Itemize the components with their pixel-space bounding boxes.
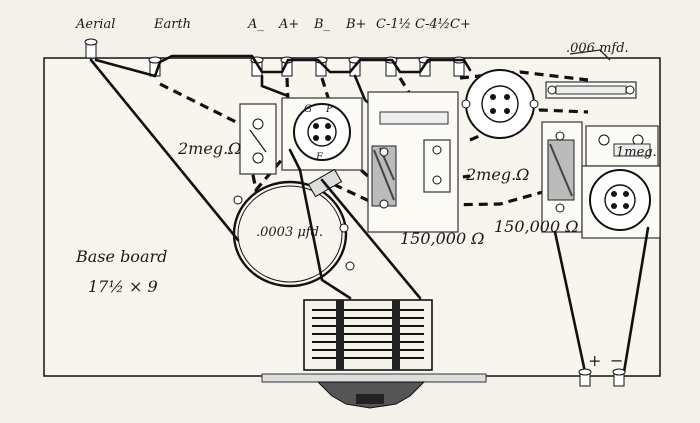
- dash-wire-10: [248, 148, 292, 194]
- label-c-minus-2: C-4½: [415, 17, 450, 32]
- label-baseboard: Base board: [75, 247, 167, 266]
- label-phones-plus: +: [588, 351, 601, 370]
- wire-aerial-lead: [89, 58, 240, 242]
- tube-socket-2: [461, 69, 539, 139]
- label-a-plus: A+: [278, 17, 299, 32]
- label-grid-leak-right: 1meg.: [616, 145, 657, 160]
- label-b-minus: B_: [313, 17, 331, 32]
- wire-aerial-earth: [94, 58, 157, 78]
- wire-socket-coil: [288, 148, 302, 172]
- label-grid-leak-mid: 2meg.Ω: [465, 165, 529, 184]
- label-a-minus: A_: [247, 17, 264, 32]
- grid-leak-right: [585, 125, 659, 167]
- terminal-post-earth: [148, 56, 162, 77]
- label-grid-condenser: .0003 μfd.: [256, 225, 323, 240]
- socket1-pin-g: G: [304, 104, 312, 115]
- label-b-plus: B+: [345, 17, 366, 32]
- wire-coil-variable-2: [320, 178, 422, 300]
- capacitor-006-pointer: [569, 49, 611, 61]
- terminal-post-aerial: [84, 38, 98, 59]
- dial-knob: [316, 381, 426, 409]
- wire-coil-variable: [298, 168, 352, 300]
- variable-condenser: [303, 299, 433, 371]
- label-phones-minus: −: [610, 351, 623, 370]
- grid-leak-left: [239, 103, 277, 175]
- tube-socket-3: [581, 165, 661, 239]
- label-aerial: Aerial: [75, 17, 115, 32]
- label-earth: Earth: [153, 17, 191, 32]
- resistor-left: [367, 91, 459, 233]
- socket1-pin-f: F: [315, 152, 324, 163]
- label-resistor-right: 150,000 Ω: [494, 217, 579, 236]
- label-capacitor-006: .006 mfd.: [566, 41, 629, 56]
- wire-a-minus-down: [260, 74, 290, 98]
- label-c-plus: C+: [450, 17, 471, 32]
- label-baseboard-size: 17½ × 9: [88, 277, 158, 296]
- front-panel-edge: [261, 373, 487, 383]
- resistor-right: [541, 121, 583, 233]
- socket1-pin-p: P: [325, 104, 333, 115]
- label-grid-leak-left: 2meg.Ω: [177, 139, 241, 158]
- tuning-coil: [232, 180, 355, 288]
- wire-phones-2: [622, 226, 650, 374]
- wire-earth-bus: [153, 54, 472, 78]
- phones-terminals: [578, 368, 626, 387]
- wire-phones-1: [553, 230, 587, 374]
- label-c-minus-1: C-1½: [376, 17, 411, 32]
- label-resistor-left: 150,000 Ω: [400, 229, 485, 248]
- capacitor-006: [545, 81, 637, 99]
- dash-wire-8: [469, 108, 589, 142]
- dash-wire-1: [159, 82, 253, 132]
